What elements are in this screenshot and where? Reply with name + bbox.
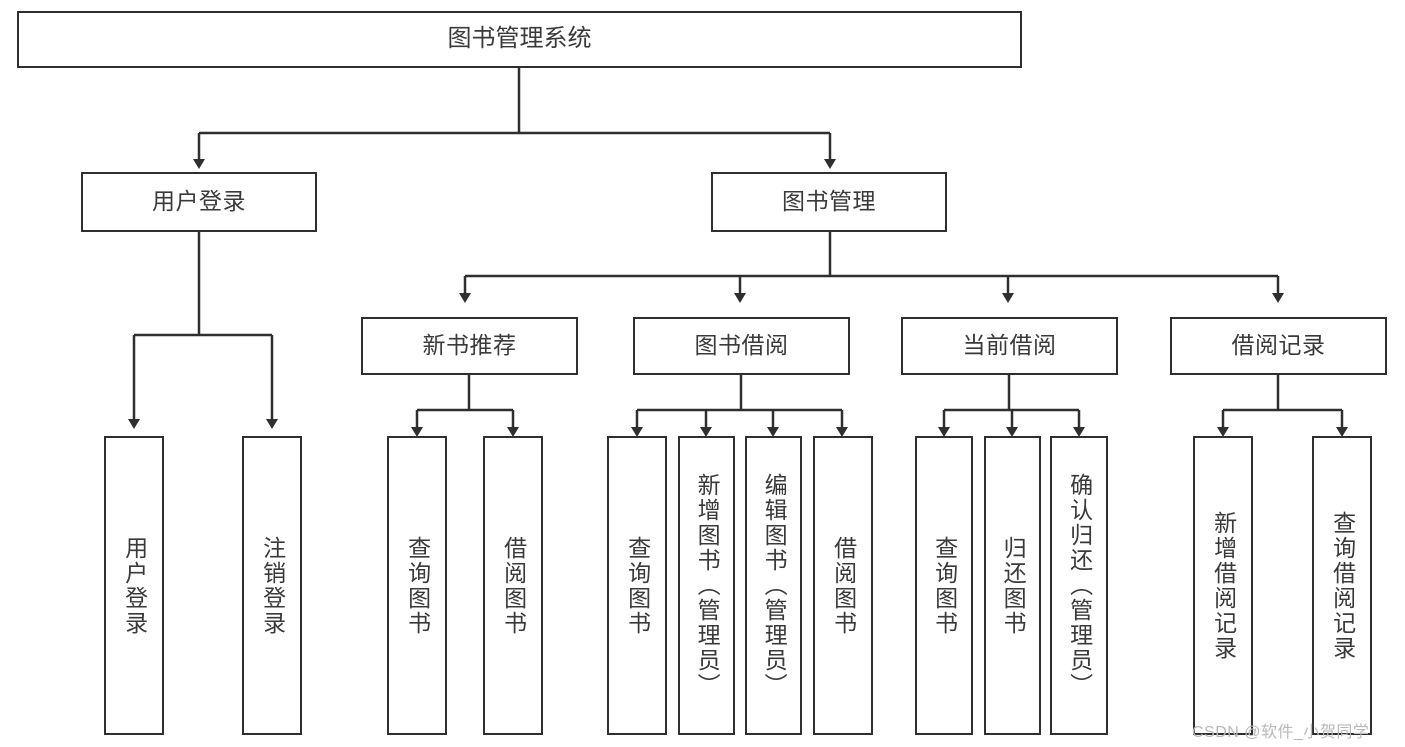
node-book-management-label: 图书管理 [782, 188, 876, 215]
leaf-current-borrow-return[interactable]: 归还图书 [984, 436, 1041, 735]
leaf-current-borrow-query-label: 查询图书 [931, 535, 958, 636]
leaf-current-borrow-return-label: 归还图书 [1000, 535, 1027, 636]
leaf-book-borrow-edit[interactable]: 编辑图书（管理员） [745, 436, 802, 735]
leaf-borrow-record-query-label: 查询借阅记录 [1329, 510, 1356, 661]
leaf-current-borrow-query[interactable]: 查询图书 [915, 436, 973, 735]
node-borrow-record-label: 借阅记录 [1231, 332, 1326, 359]
leaf-borrow-record-query[interactable]: 查询借阅记录 [1312, 436, 1372, 735]
node-new-book-recommend[interactable]: 新书推荐 [361, 317, 578, 375]
leaf-user-login-logout[interactable]: 注销登录 [242, 436, 302, 735]
leaf-book-borrow-edit-label: 编辑图书（管理员） [761, 473, 788, 698]
watermark-csdn: CSDN @软件_小贺同学 [1192, 724, 1370, 741]
leaf-current-borrow-confirm-label: 确认归还（管理员） [1066, 473, 1093, 698]
leaf-user-login-logout-label: 注销登录 [259, 535, 286, 636]
leaf-new-book-borrow-label: 借阅图书 [500, 535, 527, 636]
leaf-user-login-login-label: 用户登录 [121, 535, 148, 636]
leaf-new-book-borrow[interactable]: 借阅图书 [483, 436, 543, 735]
node-book-borrow-label: 图书借阅 [694, 332, 789, 359]
node-current-borrow[interactable]: 当前借阅 [901, 317, 1118, 375]
leaf-book-borrow-query-label: 查询图书 [624, 535, 651, 636]
node-book-borrow[interactable]: 图书借阅 [633, 317, 850, 375]
leaf-user-login-login[interactable]: 用户登录 [104, 436, 164, 735]
node-user-login-label: 用户登录 [152, 188, 246, 215]
leaf-new-book-query[interactable]: 查询图书 [387, 436, 447, 735]
node-new-book-recommend-label: 新书推荐 [422, 332, 517, 359]
leaf-book-borrow-query[interactable]: 查询图书 [607, 436, 667, 735]
node-user-login[interactable]: 用户登录 [81, 172, 317, 232]
leaf-borrow-record-add-label: 新增借阅记录 [1210, 510, 1237, 661]
leaf-book-borrow-borrow[interactable]: 借阅图书 [813, 436, 873, 735]
leaf-book-borrow-add-label: 新增图书（管理员） [694, 473, 721, 698]
node-root[interactable]: 图书管理系统 [17, 11, 1022, 68]
leaf-book-borrow-borrow-label: 借阅图书 [830, 535, 857, 636]
node-current-borrow-label: 当前借阅 [962, 332, 1057, 359]
node-book-management[interactable]: 图书管理 [711, 172, 947, 232]
node-root-label: 图书管理系统 [447, 25, 592, 53]
leaf-current-borrow-confirm[interactable]: 确认归还（管理员） [1050, 436, 1108, 735]
leaf-borrow-record-add[interactable]: 新增借阅记录 [1193, 436, 1253, 735]
leaf-book-borrow-add[interactable]: 新增图书（管理员） [678, 436, 735, 735]
node-borrow-record[interactable]: 借阅记录 [1170, 317, 1387, 375]
leaf-new-book-query-label: 查询图书 [404, 535, 431, 636]
